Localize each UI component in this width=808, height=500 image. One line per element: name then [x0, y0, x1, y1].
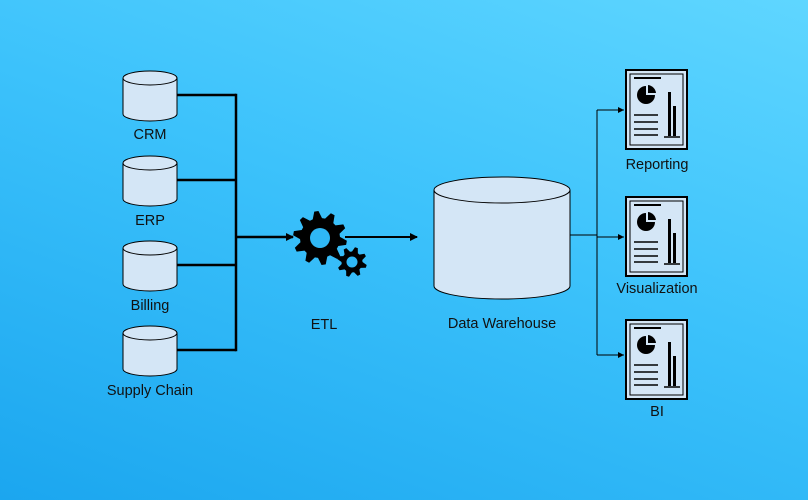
output-connectors	[570, 107, 624, 358]
source-database-icon	[122, 70, 178, 122]
output-report-icon	[625, 196, 688, 277]
output-label-visualization: Visualization	[616, 281, 698, 297]
warehouse-label: Data Warehouse	[447, 316, 557, 332]
source-database-icon	[122, 240, 178, 292]
gears-icon	[293, 211, 367, 277]
output-report-icon	[625, 69, 688, 150]
output-label-bi: BI	[650, 404, 664, 420]
source-database-icon	[122, 155, 178, 207]
source-label-erp: ERP	[135, 213, 165, 229]
source-connectors	[177, 93, 238, 352]
warehouse-database-icon	[433, 176, 571, 300]
source-label-billing: Billing	[130, 298, 170, 314]
source-label-supply-chain: Supply Chain	[106, 383, 194, 399]
source-database-icon	[122, 325, 178, 377]
output-report-icon	[625, 319, 688, 400]
etl-label: ETL	[310, 317, 338, 333]
source-label-crm: CRM	[133, 127, 167, 143]
output-label-reporting: Reporting	[625, 157, 689, 173]
